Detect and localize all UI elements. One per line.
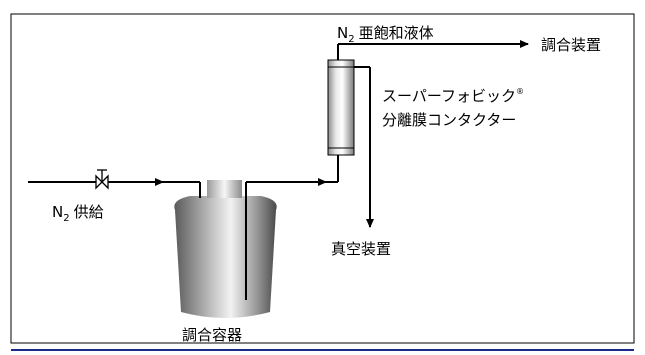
mixing-vessel	[174, 180, 277, 318]
membrane-contactor-label-line2: 分離膜コンタクター	[382, 111, 516, 129]
vessel-outlet-pipe	[245, 155, 339, 300]
vacuum-pipe	[354, 66, 374, 228]
valve-icon	[95, 169, 109, 190]
n2-inlet-pipe	[28, 178, 201, 198]
membrane-contactor	[327, 59, 355, 156]
diagram-frame	[10, 13, 635, 344]
saturated-liquid-pipe	[337, 40, 529, 60]
mixing-vessel-label: 調合容器	[182, 326, 242, 344]
vacuum-device-label: 真空装置	[331, 240, 391, 258]
membrane-contactor-label-line1: スーパーフォビック®	[382, 87, 524, 105]
mixing-device-label: 調合装置	[541, 36, 601, 54]
